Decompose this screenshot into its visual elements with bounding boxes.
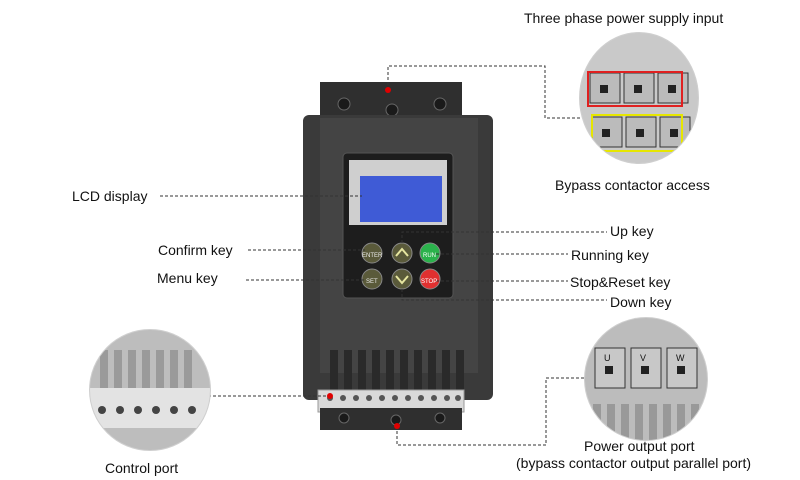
label-confirm-key: Confirm key (158, 242, 233, 258)
down-arrow-icon (395, 275, 409, 285)
label-three-phase-input: Three phase power supply input (524, 10, 724, 26)
menu-key-shape (361, 268, 383, 290)
label-lcd-display: LCD display (72, 188, 148, 204)
bottom-screw (434, 412, 446, 424)
output-mark-v: V (640, 353, 647, 363)
confirm-key-text: ENTER (362, 253, 383, 259)
stop-key-text: STOP (421, 279, 438, 285)
zoom-top-terminals (580, 33, 698, 163)
down-key-shape (391, 268, 413, 290)
label-up-key: Up key (610, 223, 654, 239)
control-terminal-screws (327, 395, 461, 401)
zoom-top-terminals-graphic (580, 33, 698, 163)
label-menu-key: Menu key (157, 270, 218, 286)
label-control-port: Control port (105, 460, 179, 476)
output-mark-u: U (604, 353, 611, 363)
leader-dot (394, 423, 400, 429)
output-mark-w: W (676, 353, 685, 363)
zoom-control-port (90, 330, 210, 450)
up-key-shape (391, 242, 413, 264)
zoom-control-port-graphic (90, 330, 210, 450)
zoom-power-output-graphic (585, 318, 707, 440)
leader-dot (385, 87, 391, 93)
label-stop-reset-key: Stop&Reset key (570, 274, 671, 290)
zoom-power-output (585, 318, 707, 440)
leader-dot (327, 393, 333, 399)
running-key-shape (419, 242, 441, 264)
top-screw (385, 103, 399, 117)
label-power-output-sub: (bypass contactor output parallel port) (516, 455, 752, 471)
stop-key-shape (419, 268, 441, 290)
lcd-screen (360, 176, 442, 222)
running-key-text: RUN (423, 253, 436, 259)
heat-sink-fins (330, 350, 464, 392)
up-arrow-icon (395, 247, 409, 257)
top-screw (337, 97, 351, 111)
leader-lines (160, 65, 607, 446)
label-power-output-port: Power output port (584, 438, 695, 454)
bottom-screw (338, 412, 350, 424)
label-down-key: Down key (610, 294, 672, 310)
confirm-key-shape (361, 242, 383, 264)
label-running-key: Running key (571, 247, 649, 263)
top-screw (433, 97, 447, 111)
menu-key-text: SET (366, 279, 378, 285)
label-bypass-contactor: Bypass contactor access (555, 177, 710, 193)
